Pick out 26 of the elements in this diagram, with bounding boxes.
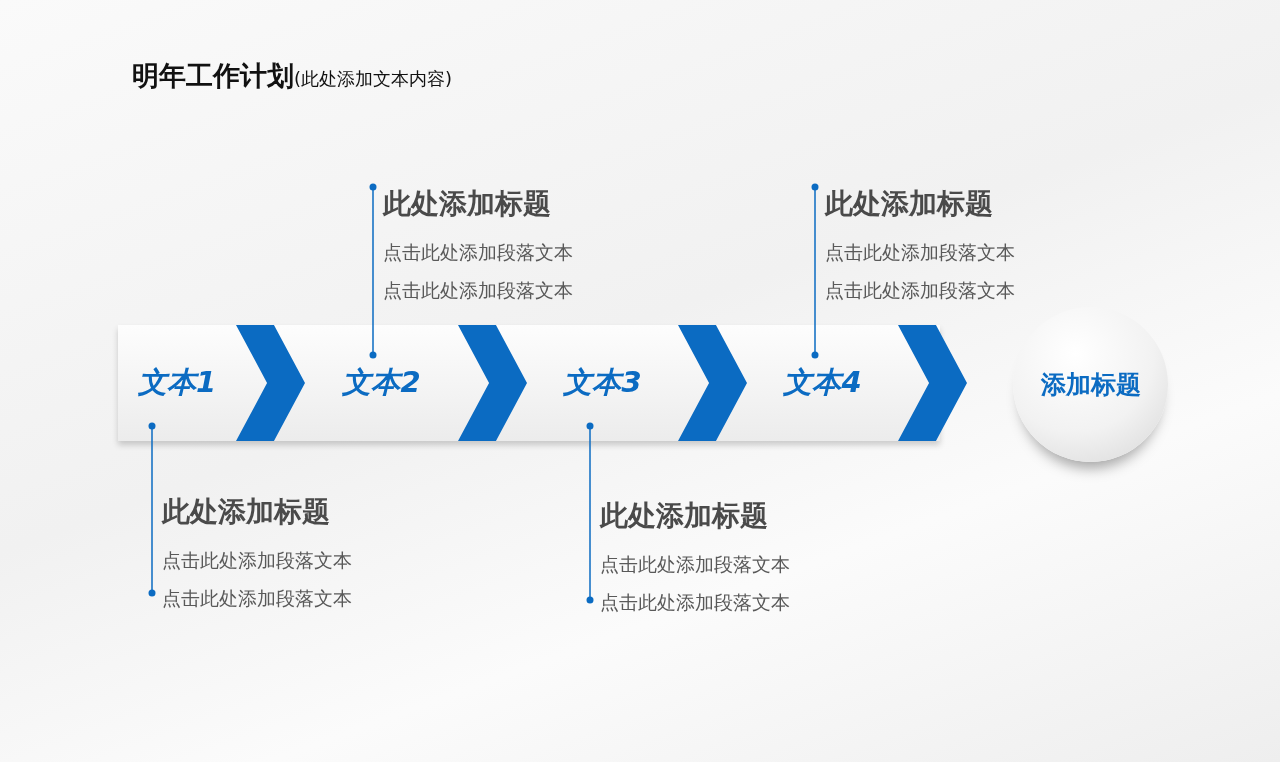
leader-line xyxy=(369,183,377,359)
chevron-arrow xyxy=(458,325,527,441)
chevron-arrow xyxy=(678,325,747,441)
leader-line xyxy=(586,422,594,604)
callout-text: 点击此处添加段落文本 xyxy=(825,278,1015,303)
leader-line xyxy=(148,422,156,597)
callout-heading: 此处添加标题 xyxy=(383,186,552,222)
leader-line xyxy=(811,183,819,359)
callout-heading: 此处添加标题 xyxy=(600,498,769,534)
callout-text: 点击此处添加段落文本 xyxy=(600,552,790,577)
callout-text: 点击此处添加段落文本 xyxy=(162,586,352,611)
step-segment: 文本4 xyxy=(747,325,898,441)
callout-text: 点击此处添加段落文本 xyxy=(383,240,573,265)
callout-text: 点击此处添加段落文本 xyxy=(600,590,790,615)
slide-title: 明年工作计划(此处添加文本内容) xyxy=(132,59,453,93)
callout-text: 点击此处添加段落文本 xyxy=(825,240,1015,265)
circle-button: 添加标题 xyxy=(1013,307,1168,462)
step-segment: 文本3 xyxy=(527,325,678,441)
callout-heading: 此处添加标题 xyxy=(825,186,994,222)
callout-heading: 此处添加标题 xyxy=(162,494,331,530)
step-segment: 文本1 xyxy=(118,325,236,441)
callout-text: 点击此处添加段落文本 xyxy=(162,548,352,573)
step-segment: 文本2 xyxy=(305,325,458,441)
chevron-arrow xyxy=(898,325,967,441)
callout-text: 点击此处添加段落文本 xyxy=(383,278,573,303)
chevron-arrow xyxy=(236,325,305,441)
